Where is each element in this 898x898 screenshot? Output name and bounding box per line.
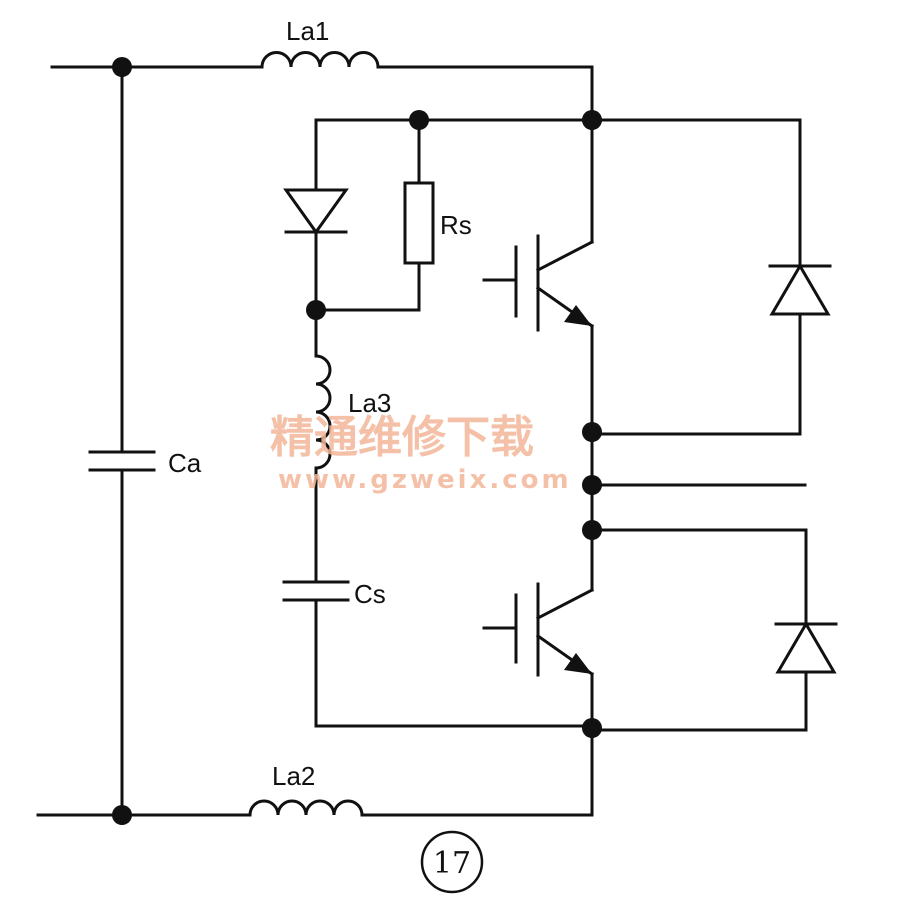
- label-la1: La1: [286, 16, 329, 46]
- figure-number: 17: [420, 830, 484, 894]
- lower-freewheel-diode: [590, 528, 838, 732]
- capacitor-ca: [88, 65, 156, 817]
- junction-dot: [112, 805, 132, 825]
- upper-igbt: [482, 118, 595, 432]
- snubber-network: [282, 118, 802, 728]
- label-cs: Cs: [354, 579, 386, 609]
- watermark-title: 精通维修下载: [270, 412, 534, 463]
- junction-dot: [582, 520, 602, 540]
- label-la3: La3: [348, 388, 391, 418]
- junction-dot: [582, 110, 602, 130]
- lower-igbt: [482, 528, 595, 732]
- midpoint-output: [590, 428, 807, 532]
- snubber-diode: [283, 188, 349, 235]
- junction-dot: [582, 422, 602, 442]
- resistor-rs: [403, 181, 435, 265]
- junction-dot: [582, 475, 602, 495]
- label-ca: Ca: [168, 448, 202, 478]
- junction-dot: [582, 718, 602, 738]
- figure-number-text: 17: [433, 846, 471, 881]
- junction-dots: [112, 57, 602, 825]
- junction-dot: [306, 300, 326, 320]
- inductor-la3: [314, 354, 332, 470]
- junction-dot: [112, 57, 132, 77]
- label-rs: Rs: [440, 210, 472, 240]
- watermark-url: www.gzweix.com: [278, 465, 572, 495]
- label-la2: La2: [272, 761, 315, 791]
- top-bus: [50, 51, 594, 122]
- bottom-bus: [36, 728, 594, 817]
- upper-freewheel-diode: [590, 118, 832, 436]
- capacitor-cs: [282, 580, 350, 602]
- junction-dot: [409, 110, 429, 130]
